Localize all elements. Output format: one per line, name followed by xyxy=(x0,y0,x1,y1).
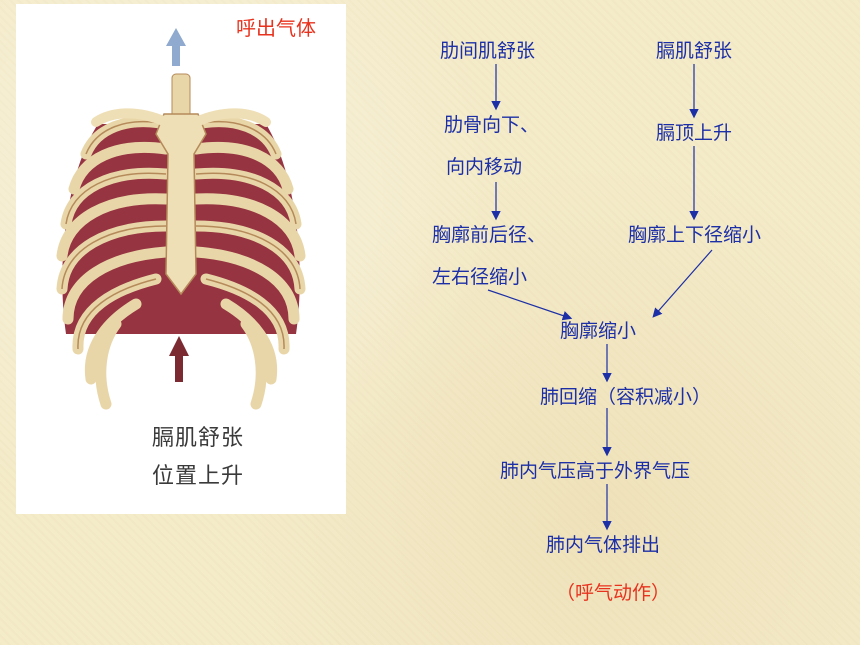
node-thorax-ap-line2: 左右径缩小 xyxy=(432,266,528,288)
diaphragm-arrow-icon xyxy=(169,336,189,382)
exhalation-result-label: （呼气动作） xyxy=(556,582,671,604)
arrow-vertical-to-shrink xyxy=(652,249,713,318)
node-thorax-shrink: 胸廓缩小 xyxy=(560,320,637,342)
node-ribs-move-line1: 肋骨向下、 xyxy=(444,114,540,136)
node-diaphragm-dome-up: 膈顶上升 xyxy=(656,122,733,144)
ribcage-illustration: 呼出气体 膈肌舒张 位置上升 xyxy=(16,4,346,514)
ribcage-drawing xyxy=(56,28,306,410)
node-pressure-higher: 肺内气压高于外界气压 xyxy=(500,460,691,482)
node-thorax-ap-line1: 胸廓前后径、 xyxy=(432,224,547,246)
node-intercostal-relax: 肋间肌舒张 xyxy=(440,40,536,62)
node-diaphragm-relax: 膈肌舒张 xyxy=(656,40,733,62)
exhale-arrow-icon xyxy=(166,28,186,66)
arrow-ap-to-shrink xyxy=(487,289,573,321)
node-lung-recoil: 肺回缩（容积减小） xyxy=(540,386,712,408)
caption-diaphragm-relax: 膈肌舒张 xyxy=(152,426,245,451)
node-ribs-move-line2: 向内移动 xyxy=(446,156,523,178)
node-gas-expelled: 肺内气体排出 xyxy=(546,534,661,556)
caption-position-up: 位置上升 xyxy=(152,464,245,489)
node-thorax-vertical-shrink: 胸廓上下径缩小 xyxy=(628,224,762,246)
exhale-label: 呼出气体 xyxy=(230,14,322,42)
